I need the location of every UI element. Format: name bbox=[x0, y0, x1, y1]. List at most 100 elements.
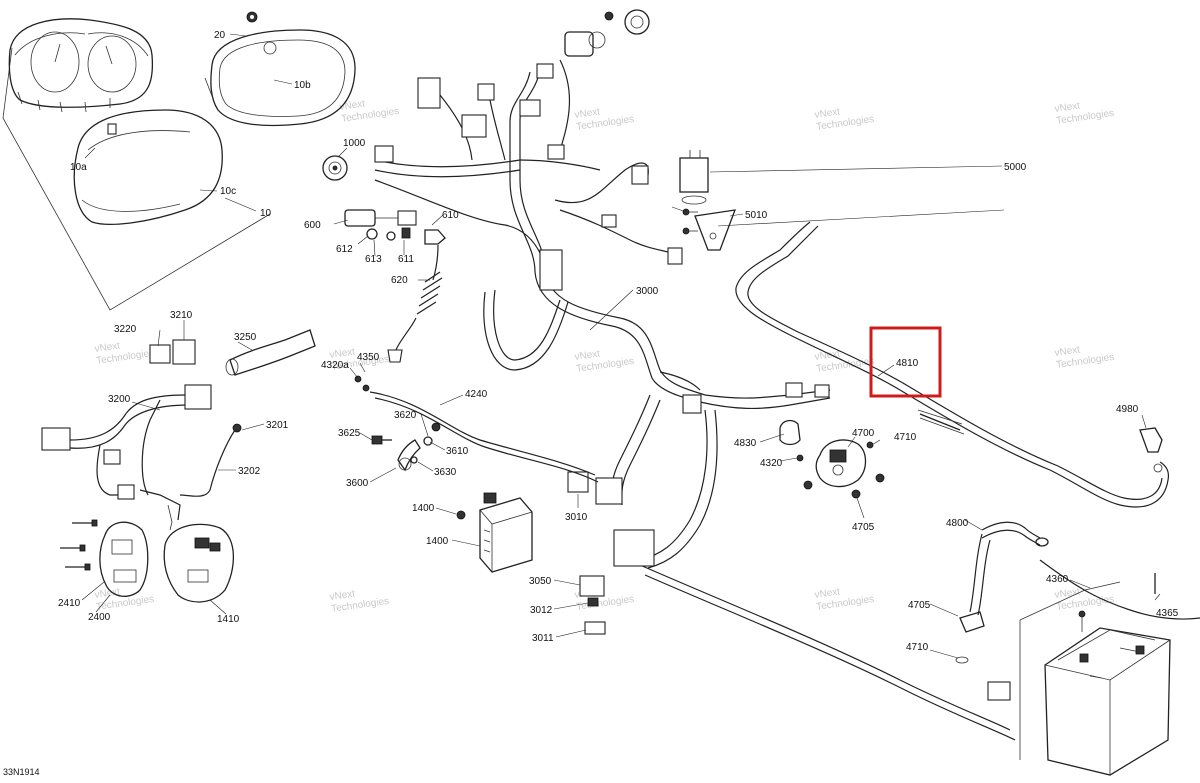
part-label: 3012 bbox=[530, 605, 553, 616]
part-label: 3600 bbox=[346, 478, 369, 489]
part-label: 4320a bbox=[321, 360, 349, 371]
part-label: 3050 bbox=[529, 576, 552, 587]
battery-cable bbox=[735, 221, 1200, 620]
battery-assembly bbox=[1019, 573, 1171, 776]
svg-text:vNext: vNext bbox=[94, 586, 121, 600]
connector bbox=[814, 384, 830, 398]
part-label: 3010 bbox=[565, 512, 588, 523]
connector bbox=[536, 63, 554, 79]
connector bbox=[374, 145, 394, 163]
connector bbox=[519, 99, 541, 117]
part-label: 613 bbox=[365, 254, 382, 265]
part-label: 3200 bbox=[108, 394, 131, 405]
key-sensor bbox=[564, 9, 650, 57]
starter-solenoid bbox=[796, 439, 885, 499]
part-label: 3011 bbox=[532, 633, 554, 644]
solenoid-cover bbox=[779, 419, 801, 446]
connector bbox=[682, 394, 702, 414]
part-label: 4830 bbox=[734, 438, 757, 449]
part-label: 3250 bbox=[234, 332, 257, 343]
part-label: 10b bbox=[294, 80, 311, 91]
connector bbox=[631, 165, 649, 185]
connector bbox=[547, 144, 565, 160]
harness-connectors bbox=[374, 63, 1011, 701]
main-wiring-harness bbox=[374, 59, 1016, 741]
part-label: 1000 bbox=[343, 138, 366, 149]
part-label: 4980 bbox=[1116, 404, 1139, 415]
svg-text:vNext: vNext bbox=[574, 348, 601, 362]
horn-relay bbox=[679, 150, 709, 205]
diagram-id: 33N1914 bbox=[3, 767, 40, 777]
part-label: 20 bbox=[214, 30, 226, 41]
part-label: 4810 bbox=[896, 358, 919, 369]
svg-text:vNext: vNext bbox=[329, 346, 356, 360]
part-label: 600 bbox=[304, 220, 321, 231]
svg-text:vNext: vNext bbox=[1054, 344, 1081, 358]
part-label: 612 bbox=[336, 244, 353, 255]
svg-text:vNext: vNext bbox=[329, 588, 356, 602]
part-label: 4705 bbox=[908, 600, 931, 611]
svg-text:vNext: vNext bbox=[574, 106, 601, 120]
connector bbox=[667, 247, 683, 265]
fuel-pump-wire bbox=[344, 209, 446, 245]
svg-text:vNext: vNext bbox=[814, 106, 841, 120]
part-label: 3202 bbox=[238, 466, 261, 477]
part-label: 4365 bbox=[1156, 608, 1179, 619]
part-label: 3630 bbox=[434, 467, 457, 478]
part-label: 3210 bbox=[170, 310, 193, 321]
part-label: 611 bbox=[398, 254, 414, 265]
cluster-screw bbox=[246, 11, 258, 23]
cluster-lens-cover bbox=[210, 29, 356, 127]
part-label: 4710 bbox=[894, 432, 917, 443]
part-label: 3201 bbox=[266, 420, 289, 431]
part-label: 1400 bbox=[426, 536, 449, 547]
positive-battery-cable bbox=[955, 521, 1049, 664]
part-label: 10c bbox=[220, 186, 236, 197]
part-label: 10 bbox=[260, 208, 272, 219]
part-label: 4240 bbox=[465, 389, 488, 400]
part-label: 4700 bbox=[852, 428, 875, 439]
part-label: 5010 bbox=[745, 210, 768, 221]
cluster-lower-housing bbox=[73, 109, 223, 225]
part-label: 5000 bbox=[1004, 162, 1027, 173]
part-label: 2400 bbox=[88, 612, 111, 623]
bracket-screws bbox=[682, 208, 698, 235]
sensor-connector bbox=[579, 575, 606, 635]
part-label: 3220 bbox=[114, 324, 137, 335]
voltage-regulator bbox=[456, 492, 533, 573]
part-label: 4360 bbox=[1046, 574, 1069, 585]
highlight-box bbox=[869, 326, 942, 398]
part-label: 3620 bbox=[394, 410, 417, 421]
switch-screws bbox=[60, 519, 98, 571]
instrument-cluster-assembly bbox=[2, 11, 356, 311]
connector bbox=[417, 77, 441, 109]
part-label: 3610 bbox=[446, 446, 469, 457]
part-label: 4320 bbox=[760, 458, 783, 469]
part-labels: 20 10b 10a 10c 10 1000 600 610 612 613 6… bbox=[3, 30, 1179, 777]
connector bbox=[785, 382, 803, 398]
svg-text:vNext: vNext bbox=[814, 348, 841, 362]
coil-spring-cable bbox=[387, 244, 443, 363]
connector bbox=[613, 529, 655, 567]
cluster-housing-front bbox=[8, 18, 154, 113]
part-label: 4350 bbox=[357, 352, 380, 363]
part-label: 3625 bbox=[338, 428, 361, 439]
handlebar-switch-left bbox=[99, 521, 149, 597]
connector bbox=[461, 114, 487, 138]
part-label: 10a bbox=[70, 162, 87, 173]
part-label: 3000 bbox=[636, 286, 659, 297]
part-label: 2410 bbox=[58, 598, 81, 609]
part-label: 4710 bbox=[906, 642, 929, 653]
handlebar-switch-right bbox=[163, 523, 235, 603]
